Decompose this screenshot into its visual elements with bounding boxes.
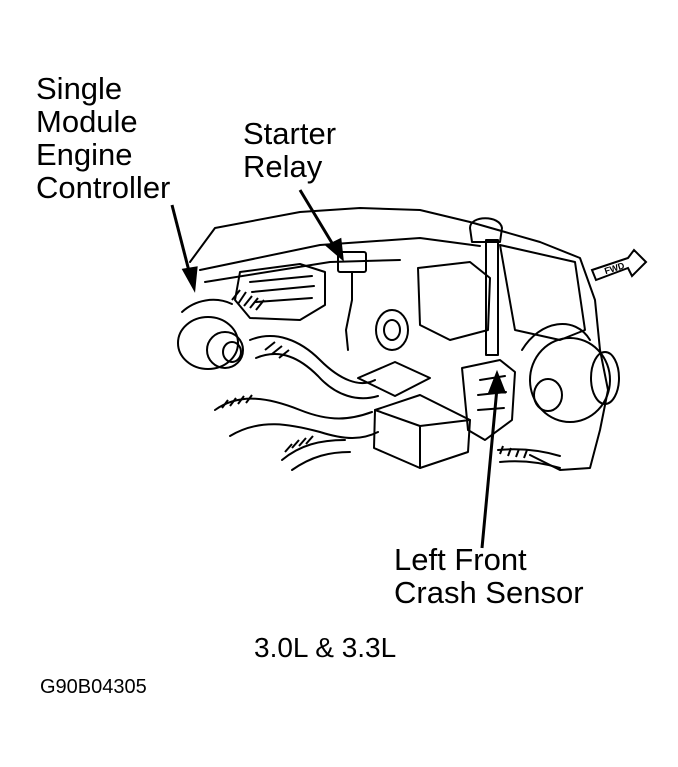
engine-caption: 3.0L & 3.3L [254, 632, 397, 663]
coolant-reservoir [469, 217, 503, 243]
wiring-harness [214, 397, 373, 420]
smec-leader-line [170, 204, 192, 276]
battery-box [373, 394, 471, 469]
crash-sensor-leader-line [480, 387, 499, 549]
cowl-line [199, 237, 481, 271]
fender-outline [189, 207, 609, 471]
smec-module [234, 263, 326, 321]
crash-sensor-body [461, 359, 516, 441]
fwd-arrow-icon: FWD [590, 248, 648, 282]
alternator [529, 337, 611, 423]
figure-code: G90B04305 [40, 676, 147, 698]
battery-tray [499, 244, 586, 341]
starter-relay-leader-line [298, 189, 337, 249]
smec-label: Single Module Engine Controller [36, 71, 171, 205]
crash-sensor-label: Left Front Crash Sensor [394, 542, 584, 610]
starter-relay-label: Starter Relay [243, 116, 337, 184]
air-cleaner [177, 316, 239, 370]
intake-hose [249, 335, 376, 385]
